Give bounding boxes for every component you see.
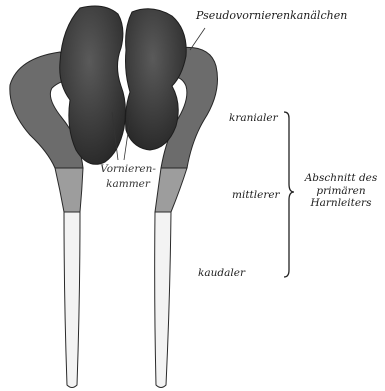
pseudo-leader-line — [190, 28, 205, 50]
label-abschnitt-line3: Harnleiters — [296, 197, 385, 210]
label-vornierenkammer-line2: kammer — [96, 177, 160, 192]
label-mittlerer: mittlerer — [232, 189, 280, 201]
abschnitt-bracket — [284, 112, 294, 277]
label-kaudaler: kaudaler — [198, 267, 245, 279]
left-caudal-duct — [64, 212, 80, 388]
label-abschnitt-line1: Abschnitt des — [296, 172, 385, 185]
label-vornierenkammer: Vornieren- kammer — [96, 162, 160, 192]
label-kranialer: kranialer — [229, 112, 278, 124]
left-middle-duct — [55, 168, 83, 212]
label-abschnitt-line2: primären — [296, 185, 385, 198]
right-caudal-duct — [155, 212, 171, 388]
label-vornierenkammer-line1: Vornieren- — [96, 162, 160, 177]
label-abschnitt-des-primaeren-harnleiters: Abschnitt des primären Harnleiters — [296, 172, 385, 210]
label-pseudovornierenkanaelchen: Pseudovornierenkanälchen — [196, 9, 347, 22]
